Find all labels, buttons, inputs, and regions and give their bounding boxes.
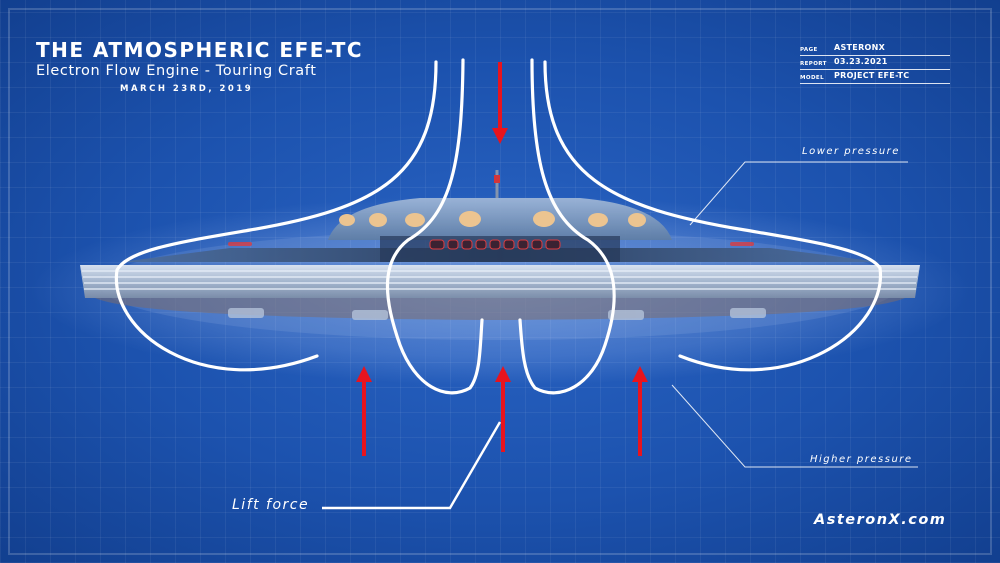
info-value-model: PROJECT EFE-TC	[834, 71, 910, 80]
console-light	[545, 239, 561, 250]
console-light	[447, 239, 459, 250]
dome-window	[628, 213, 646, 227]
side-light	[228, 242, 252, 246]
console-light	[429, 239, 445, 250]
dome-window	[339, 214, 355, 226]
dome-window	[369, 213, 387, 227]
up-arrow-right	[632, 366, 648, 456]
landing-pod	[352, 310, 388, 320]
lower-pressure-leader	[689, 161, 908, 226]
lift-force-leader	[322, 421, 502, 510]
up-arrow-left	[356, 366, 372, 456]
page-subtitle: Electron Flow Engine - Touring Craft	[36, 63, 317, 79]
info-label-report: REPORT	[800, 61, 827, 67]
lower-pressure-label: Lower pressure	[802, 146, 900, 157]
higher-pressure-leader	[671, 384, 918, 468]
flow-line-outer-right	[543, 60, 882, 372]
flow-line-inner-left	[385, 58, 484, 395]
antenna-tip	[494, 175, 500, 183]
side-lights	[228, 242, 754, 246]
landing-pod	[228, 308, 264, 318]
info-label-page: PAGE	[800, 47, 818, 53]
info-divider	[800, 83, 950, 84]
craft-underside	[95, 298, 905, 320]
up-arrow-head	[632, 366, 648, 382]
info-label-model: MODEL	[800, 75, 824, 81]
page-date: MARCH 23RD, 2019	[120, 84, 254, 94]
info-value-page: ASTERONX	[834, 43, 886, 52]
info-divider	[800, 55, 950, 56]
front-console	[429, 239, 561, 250]
rim-grooves	[82, 270, 918, 290]
console-light	[489, 239, 501, 250]
up-arrow-head	[495, 366, 511, 382]
page-title: THE ATMOSPHERIC EFE-TC	[36, 38, 364, 62]
dome-window	[405, 213, 425, 227]
dome-window	[533, 211, 555, 227]
craft-dome	[328, 198, 672, 240]
craft-landing-pods	[228, 308, 766, 320]
down-arrow	[492, 62, 508, 144]
craft-antenna	[494, 170, 500, 198]
landing-pod	[730, 308, 766, 318]
up-arrow-center	[495, 366, 511, 452]
flow-line-inner-right	[518, 58, 616, 395]
lift-force-label: Lift force	[232, 497, 310, 513]
higher-pressure-label: Higher pressure	[810, 454, 913, 465]
landing-pod	[608, 310, 644, 320]
dome-window	[459, 211, 481, 227]
console-light	[461, 239, 473, 250]
console-light	[503, 239, 515, 250]
info-value-report: 03.23.2021	[834, 57, 888, 66]
up-arrow-head	[356, 366, 372, 382]
down-arrow-head	[492, 128, 508, 144]
lift-arrows	[356, 62, 648, 456]
craft-deck-dark	[380, 236, 620, 262]
side-light	[730, 242, 754, 246]
dome-window	[588, 213, 608, 227]
callout-leaders	[671, 161, 918, 468]
air-flow-lines	[114, 58, 882, 395]
console-light	[517, 239, 529, 250]
console-light	[531, 239, 543, 250]
console-light	[475, 239, 487, 250]
dome-windows	[339, 211, 646, 227]
site-link[interactable]: AsteronX.com	[814, 512, 947, 528]
craft-rim	[80, 265, 920, 298]
flow-line-outer-left	[114, 60, 438, 372]
info-divider	[800, 69, 950, 70]
craft-body	[80, 170, 920, 320]
